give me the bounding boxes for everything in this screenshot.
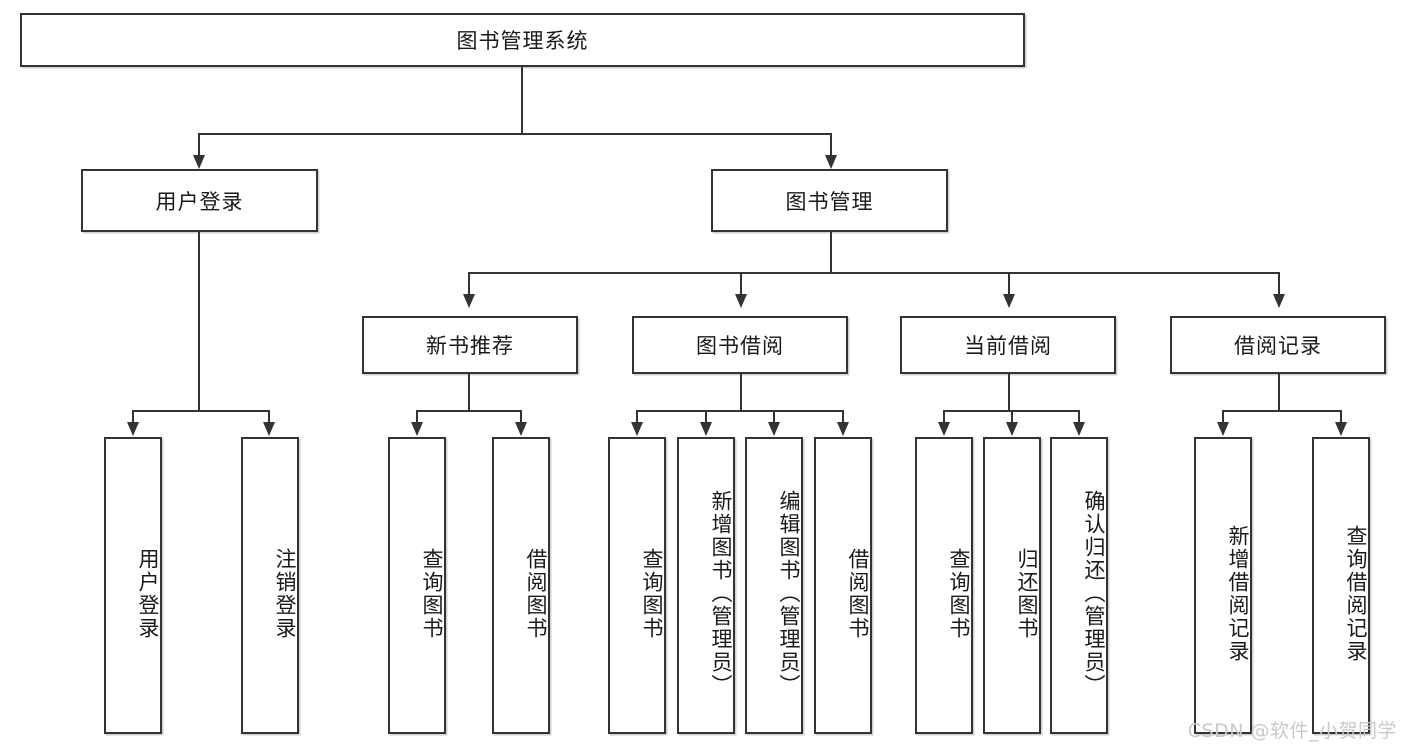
leaf-book-borrow-query[interactable]: 查询图书 bbox=[608, 437, 666, 734]
edge-currentborrow-to-leaf3 bbox=[1078, 410, 1080, 424]
node-user-login[interactable]: 用户登录 bbox=[81, 169, 318, 232]
leaf-new-book-borrow[interactable]: 借阅图书 bbox=[492, 437, 550, 734]
edge-root-to-book-mgmt bbox=[830, 133, 832, 157]
arrow-currentborrow-to-leaf3 bbox=[1073, 422, 1085, 436]
node-root[interactable]: 图书管理系统 bbox=[20, 13, 1025, 67]
leaf-borrow-record-add[interactable]: 新增借阅记录 bbox=[1194, 437, 1252, 734]
arrow-bookmgmt-to-current bbox=[1003, 294, 1015, 308]
edge-newbook-stem bbox=[468, 374, 470, 412]
arrow-userlogin-to-leaf2 bbox=[263, 422, 275, 436]
arrow-borrowrecord-to-leaf1 bbox=[1217, 422, 1229, 436]
node-book-management[interactable]: 图书管理 bbox=[711, 169, 948, 232]
leaf-label: 查询借阅记录 bbox=[1344, 524, 1368, 663]
leaf-label: 注销登录 bbox=[273, 547, 297, 640]
node-book-borrow[interactable]: 图书借阅 bbox=[632, 316, 848, 374]
leaf-label: 确认归还（管理员） bbox=[1082, 490, 1106, 697]
arrow-bookborrow-to-leaf2 bbox=[700, 422, 712, 436]
edge-root-bus bbox=[198, 133, 832, 135]
leaf-borrow-record-query[interactable]: 查询借阅记录 bbox=[1312, 437, 1370, 734]
arrow-bookborrow-to-leaf1 bbox=[631, 422, 643, 436]
node-new-book-recommend[interactable]: 新书推荐 bbox=[362, 316, 578, 374]
edge-borrowrecord-bus bbox=[1222, 410, 1340, 412]
edge-bookmgmt-stem bbox=[830, 232, 832, 274]
edge-borrowrecord-stem bbox=[1278, 374, 1280, 412]
arrow-newbook-to-leaf1 bbox=[411, 422, 423, 436]
edge-currentborrow-to-leaf2 bbox=[1011, 410, 1013, 424]
edge-bookmgmt-to-borrow bbox=[740, 272, 742, 296]
leaf-label: 查询图书 bbox=[947, 547, 971, 640]
leaf-label: 新增图书（管理员） bbox=[709, 490, 733, 697]
edge-bookmgmt-to-record bbox=[1278, 272, 1280, 296]
node-borrow-record[interactable]: 借阅记录 bbox=[1170, 316, 1386, 374]
leaf-label: 查询图书 bbox=[420, 547, 444, 640]
edge-userlogin-stem bbox=[198, 232, 200, 412]
edge-newbook-to-leaf2 bbox=[520, 410, 522, 424]
node-current-borrow-label: 当前借阅 bbox=[964, 334, 1052, 358]
edge-userlogin-to-leaf1 bbox=[132, 410, 134, 424]
node-root-label: 图书管理系统 bbox=[456, 29, 589, 53]
edge-bookborrow-stem bbox=[740, 374, 742, 412]
arrow-bookmgmt-to-record bbox=[1273, 294, 1285, 308]
edge-borrowrecord-to-leaf1 bbox=[1222, 410, 1224, 424]
leaf-new-book-query[interactable]: 查询图书 bbox=[388, 437, 446, 734]
edge-newbook-to-leaf1 bbox=[416, 410, 418, 424]
edge-userlogin-bus bbox=[132, 410, 268, 412]
leaf-label: 新增借阅记录 bbox=[1226, 524, 1250, 663]
arrow-bookmgmt-to-newbook bbox=[463, 294, 475, 308]
leaf-book-borrow-add[interactable]: 新增图书（管理员） bbox=[677, 437, 735, 734]
arrow-currentborrow-to-leaf2 bbox=[1006, 422, 1018, 436]
edge-currentborrow-to-leaf1 bbox=[943, 410, 945, 424]
node-book-borrow-label: 图书借阅 bbox=[696, 334, 784, 358]
edge-bookborrow-to-leaf2 bbox=[705, 410, 707, 424]
leaf-label: 编辑图书（管理员） bbox=[777, 490, 801, 697]
arrow-bookmgmt-to-borrow bbox=[735, 294, 747, 308]
edge-bookmgmt-to-current bbox=[1008, 272, 1010, 296]
edge-bookborrow-to-leaf1 bbox=[636, 410, 638, 424]
edge-bookborrow-to-leaf3 bbox=[773, 410, 775, 424]
edge-bookmgmt-bus bbox=[468, 272, 1280, 274]
node-new-book-recommend-label: 新书推荐 bbox=[426, 334, 514, 358]
arrow-root-to-book-mgmt bbox=[825, 155, 837, 169]
arrow-root-to-user-login bbox=[193, 155, 205, 169]
node-current-borrow[interactable]: 当前借阅 bbox=[900, 316, 1116, 374]
arrow-borrowrecord-to-leaf2 bbox=[1335, 422, 1347, 436]
leaf-current-borrow-confirm[interactable]: 确认归还（管理员） bbox=[1050, 437, 1108, 734]
leaf-user-login-signout[interactable]: 注销登录 bbox=[241, 437, 299, 734]
leaf-label: 用户登录 bbox=[136, 547, 160, 640]
leaf-user-login-signin[interactable]: 用户登录 bbox=[104, 437, 162, 734]
edge-bookmgmt-to-newbook bbox=[468, 272, 470, 296]
leaf-current-borrow-query[interactable]: 查询图书 bbox=[915, 437, 973, 734]
leaf-current-borrow-return[interactable]: 归还图书 bbox=[983, 437, 1041, 734]
edge-root-to-user-login bbox=[198, 133, 200, 157]
leaf-label: 归还图书 bbox=[1015, 547, 1039, 640]
edge-bookborrow-to-leaf4 bbox=[842, 410, 844, 424]
arrow-bookborrow-to-leaf4 bbox=[837, 422, 849, 436]
edge-root-stem bbox=[521, 67, 523, 134]
node-user-login-label: 用户登录 bbox=[155, 189, 244, 214]
edge-borrowrecord-to-leaf2 bbox=[1340, 410, 1342, 424]
node-book-management-label: 图书管理 bbox=[785, 189, 874, 214]
leaf-label: 借阅图书 bbox=[846, 547, 870, 640]
edge-userlogin-to-leaf2 bbox=[268, 410, 270, 424]
arrow-bookborrow-to-leaf3 bbox=[768, 422, 780, 436]
node-borrow-record-label: 借阅记录 bbox=[1234, 334, 1322, 358]
leaf-book-borrow-edit[interactable]: 编辑图书（管理员） bbox=[745, 437, 803, 734]
edge-currentborrow-stem bbox=[1008, 374, 1010, 412]
arrow-newbook-to-leaf2 bbox=[515, 422, 527, 436]
leaf-label: 查询图书 bbox=[640, 547, 664, 640]
edge-bookborrow-bus bbox=[636, 410, 844, 412]
leaf-book-borrow-lend[interactable]: 借阅图书 bbox=[814, 437, 872, 734]
leaf-label: 借阅图书 bbox=[524, 547, 548, 640]
edge-newbook-bus bbox=[416, 410, 520, 412]
arrow-userlogin-to-leaf1 bbox=[127, 422, 139, 436]
arrow-currentborrow-to-leaf1 bbox=[938, 422, 950, 436]
